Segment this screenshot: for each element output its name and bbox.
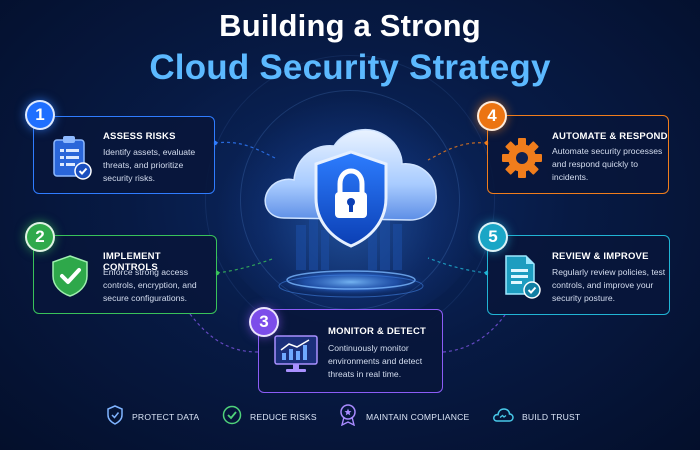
benefit-reduce-risks: REDUCE RISKS: [222, 405, 317, 430]
benefit-maintain-compliance: MAINTAIN COMPLIANCE: [338, 403, 470, 427]
step-description: Continuously monitor environments and de…: [328, 343, 423, 379]
cloud-handshake-icon: [492, 406, 514, 429]
shield-check-icon: [50, 254, 90, 303]
step-title: ASSESS RISKS: [103, 131, 176, 142]
step-card-implement-controls: IMPLEMENT CONTROLS Enforce strong access…: [33, 235, 217, 314]
step-number-badge: 3: [249, 307, 279, 337]
clipboard-check-icon: [50, 135, 94, 186]
document-check-icon: [502, 254, 542, 305]
step-number-badge: 2: [25, 222, 55, 252]
step-description: Enforce strong access controls, encrypti…: [103, 267, 197, 303]
monitor-chart-icon: [273, 334, 319, 379]
step-card-assess-risks: ASSESS RISKS Identify assets, evaluate t…: [33, 116, 215, 194]
step-description: Automate security processes and respond …: [552, 146, 663, 182]
step-title: REVIEW & IMPROVE: [552, 251, 649, 262]
benefits-footer: PROTECT DATA REDUCE RISKS MAINTAIN COMPL…: [0, 400, 700, 434]
benefit-label: PROTECT DATA: [132, 412, 200, 422]
step-card-monitor-detect: MONITOR & DETECT Continuously monitor en…: [258, 309, 443, 393]
connector-step-4: [427, 142, 488, 161]
gear-icon: [500, 136, 544, 185]
connector-step-1: [214, 141, 276, 159]
benefit-label: MAINTAIN COMPLIANCE: [366, 412, 470, 422]
step-description: Regularly review policies, test controls…: [552, 267, 666, 303]
check-circle-icon: [222, 405, 242, 430]
page-title: Building a Strong: [219, 8, 481, 43]
step-title: AUTOMATE & RESPOND: [552, 131, 668, 142]
step-card-automate-respond: AUTOMATE & RESPOND Automate security pro…: [487, 115, 669, 194]
step-number-badge: 5: [478, 222, 508, 252]
connector-step-2: [216, 257, 276, 274]
connector-step-3: [189, 313, 259, 353]
benefit-label: REDUCE RISKS: [250, 412, 317, 422]
page-subtitle: Cloud Security Strategy: [149, 48, 551, 87]
shield-outline-icon: [106, 404, 124, 430]
benefit-protect-data: PROTECT DATA: [106, 404, 200, 430]
connector-step-3b: [442, 314, 506, 353]
step-title: MONITOR & DETECT: [328, 326, 427, 337]
benefit-label: BUILD TRUST: [522, 412, 581, 422]
step-title: IMPLEMENT CONTROLS: [103, 251, 161, 273]
step-description: Identify assets, evaluate threats, and p…: [103, 147, 196, 183]
connector-step-5: [427, 257, 488, 274]
award-badge-icon: [338, 403, 358, 431]
benefit-build-trust: BUILD TRUST: [492, 407, 580, 427]
step-number-badge: 1: [25, 100, 55, 130]
step-card-review-improve: REVIEW & IMPROVE Regularly review polici…: [487, 235, 670, 315]
cloud-shield-lock-icon: [246, 100, 456, 310]
step-number-badge: 4: [477, 101, 507, 131]
